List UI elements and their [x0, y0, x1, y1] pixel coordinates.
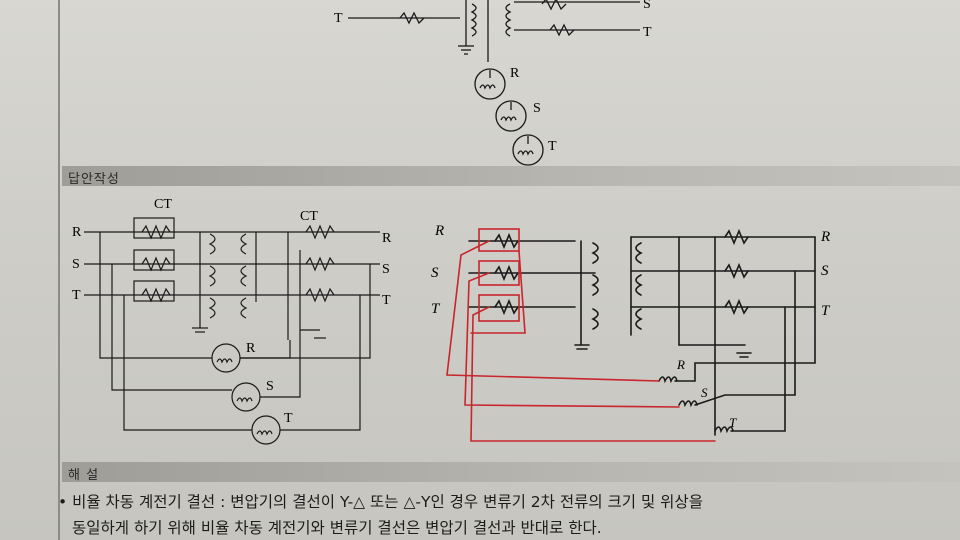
resistor-zigzag-icon — [494, 298, 519, 316]
relay-coil-icon — [256, 430, 273, 436]
relay-label-t: T — [284, 411, 293, 426]
resistor-zigzag-icon — [549, 23, 575, 37]
relay-coil-icon — [517, 150, 534, 156]
relay-label-s: S — [533, 101, 541, 116]
relay-coil-icon — [678, 400, 698, 408]
transformer-coil-icon — [635, 308, 643, 330]
relay-coil-icon — [236, 397, 253, 403]
hand-label-s-left: S — [431, 265, 439, 281]
hand-relay-label-s: S — [701, 385, 708, 400]
top-diagram: T S T R S T — [334, 0, 652, 166]
relay-label-s: S — [266, 379, 274, 394]
handwritten-answer-diagram: R S T R S T R S T — [431, 223, 831, 442]
explanation-line-1: • 비율 차동 계전기 결선 : 변압기의 결선이 Y-△ 또는 △-Y인 경우… — [58, 493, 703, 511]
transformer-coil-icon — [240, 265, 248, 287]
resistor-zigzag-icon — [305, 224, 335, 240]
ct-label-right: CT — [300, 209, 318, 224]
explanation-line-2: 동일하게 하기 위해 비율 차동 계전기와 변류기 결선은 변압기 결선과 반대… — [72, 519, 602, 537]
line-label-t-left: T — [72, 288, 81, 303]
line-label-t-left: T — [334, 11, 343, 26]
answer-header: 답안작성 — [68, 172, 120, 187]
resistor-zigzag-icon — [541, 0, 567, 11]
relay-coil-icon — [658, 376, 678, 384]
transformer-coil-icon — [635, 274, 643, 296]
resistor-zigzag-icon — [494, 264, 519, 282]
line-label-r-left: R — [72, 225, 82, 240]
hand-label-s-right: S — [821, 263, 829, 279]
ct-label-left: CT — [154, 197, 172, 212]
line-label-s-right: S — [643, 0, 651, 12]
transformer-coil-icon — [635, 242, 643, 264]
hand-relay-label-r: R — [676, 357, 685, 372]
transformer-coil-icon — [208, 297, 216, 319]
transformer-coil-icon — [470, 3, 477, 37]
margin-line — [58, 0, 60, 540]
line-label-r-right: R — [382, 231, 392, 246]
line-label-s-left: S — [72, 257, 80, 272]
relay-label-t: T — [548, 139, 557, 154]
relay-coil-icon — [479, 84, 496, 90]
printed-answer-diagram: CT CT R S T R S T R S T — [72, 197, 392, 445]
resistor-zigzag-icon — [305, 287, 335, 303]
relay-coil-icon — [714, 426, 734, 434]
resistor-zigzag-icon — [141, 256, 171, 272]
hand-relay-label-t: T — [729, 415, 737, 430]
line-label-t-right: T — [382, 293, 391, 308]
resistor-zigzag-icon — [141, 287, 171, 303]
relay-coil-icon — [216, 358, 233, 364]
transformer-coil-icon — [208, 265, 216, 287]
hand-label-t-left: T — [431, 301, 441, 317]
resistor-zigzag-icon — [724, 228, 749, 246]
answer-header-bar — [62, 166, 960, 186]
resistor-zigzag-icon — [141, 224, 171, 240]
transformer-coil-icon — [591, 242, 599, 264]
transformer-coil-icon — [208, 233, 216, 255]
line-label-s-right: S — [382, 262, 390, 277]
relay-coil-icon — [500, 116, 517, 122]
line-label-t-right: T — [643, 25, 652, 40]
transformer-coil-icon — [591, 308, 599, 330]
relay-label-r: R — [510, 66, 520, 81]
resistor-zigzag-icon — [494, 232, 519, 250]
transformer-coil-icon — [591, 274, 599, 296]
relay-label-r: R — [246, 341, 256, 356]
transformer-coil-icon — [505, 3, 512, 37]
transformer-coil-icon — [240, 297, 248, 319]
resistor-zigzag-icon — [724, 298, 749, 316]
transformer-coil-icon — [240, 233, 248, 255]
resistor-zigzag-icon — [399, 11, 425, 25]
explanation-header-bar — [62, 462, 960, 482]
resistor-zigzag-icon — [724, 262, 749, 280]
explanation-header: 해 설 — [68, 468, 100, 483]
resistor-zigzag-icon — [305, 256, 335, 272]
hand-label-r-right: R — [820, 229, 830, 245]
hand-label-t-right: T — [821, 303, 831, 319]
hand-label-r-left: R — [434, 223, 444, 239]
